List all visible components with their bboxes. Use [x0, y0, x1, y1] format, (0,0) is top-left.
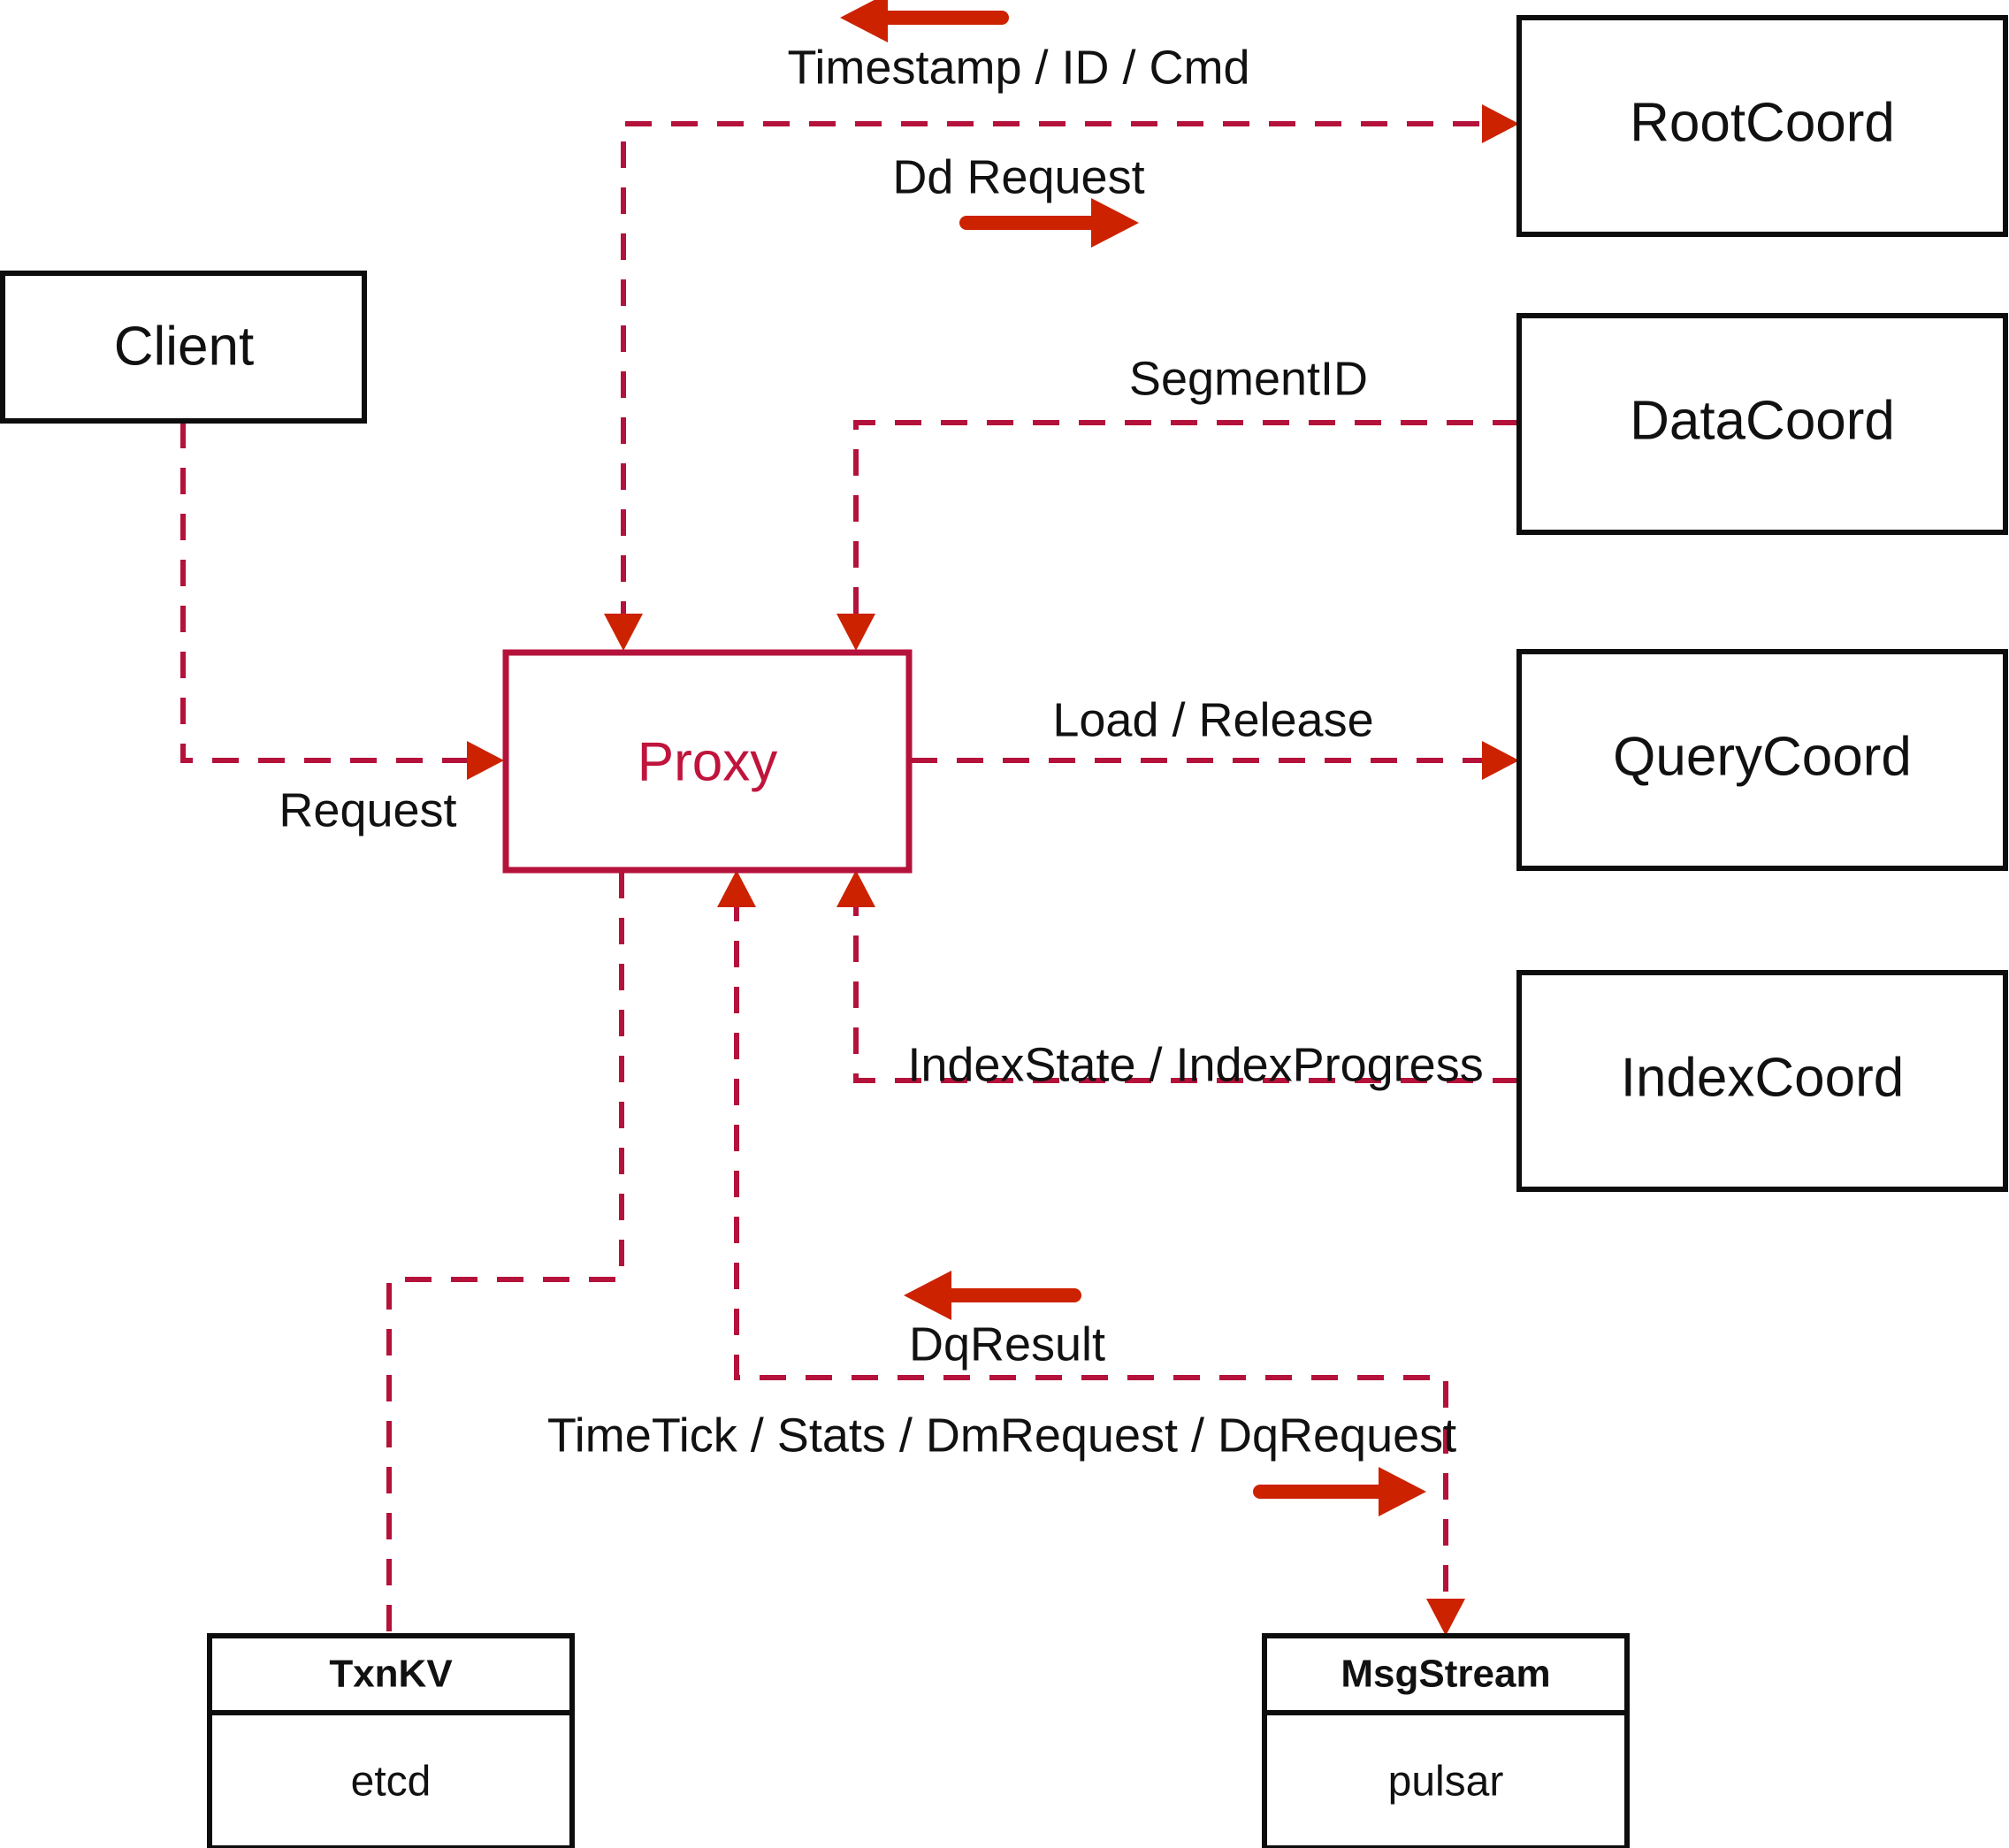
edge-datacoord-proxy: [836, 420, 1519, 651]
node-txnkv[interactable]: TxnKV etcd: [207, 1633, 575, 1848]
node-proxy-label: Proxy: [638, 731, 777, 792]
node-msgstream-label: MsgStream: [1341, 1653, 1550, 1696]
node-client-label: Client: [114, 316, 255, 377]
edge-label-segmentid: SegmentID: [1129, 352, 1368, 405]
node-msgstream-impl-label: pulsar: [1388, 1759, 1504, 1806]
node-rootcoord[interactable]: RootCoord: [1516, 15, 2008, 237]
node-indexcoord[interactable]: IndexCoord: [1516, 970, 2008, 1192]
edge-label-dqresult: DqResult: [909, 1317, 1105, 1371]
edge-indexcoord-proxy: [836, 870, 1519, 1083]
node-querycoord[interactable]: QueryCoord: [1516, 649, 2008, 871]
node-datacoord-label: DataCoord: [1630, 390, 1895, 451]
flow-arrow-timetick: [1253, 1467, 1426, 1516]
flow-arrow-dd-request: [959, 198, 1139, 248]
flow-arrow-timestamp-id-cmd: [840, 0, 1009, 42]
edge-label-indexstate-indexprogress: IndexState / IndexProgress: [907, 1038, 1483, 1091]
node-rootcoord-label: RootCoord: [1630, 92, 1895, 153]
node-indexcoord-label: IndexCoord: [1621, 1047, 1905, 1108]
node-datacoord[interactable]: DataCoord: [1516, 313, 2008, 535]
node-txnkv-impl-label: etcd: [351, 1759, 432, 1806]
node-client[interactable]: Client: [0, 271, 367, 424]
edge-proxy-msgstream: [717, 870, 1465, 1636]
node-txnkv-label: TxnKV: [329, 1653, 453, 1696]
flow-arrow-dqresult: [904, 1271, 1081, 1320]
edge-label-load-release: Load / Release: [1052, 693, 1373, 746]
node-proxy[interactable]: Proxy: [502, 649, 913, 874]
node-msgstream[interactable]: MsgStream pulsar: [1262, 1633, 1630, 1848]
edge-proxy-rootcoord: [604, 104, 1519, 651]
edge-proxy-querycoord: [911, 741, 1519, 780]
edge-label-timetick-stats-dmrequest-dqrequest: TimeTick / Stats / DmRequest / DqRequest: [547, 1409, 1456, 1462]
edge-label-timestamp-id-cmd: Timestamp / ID / Cmd: [787, 41, 1249, 94]
edge-label-request: Request: [279, 783, 456, 836]
edge-proxy-txnkv: [386, 872, 624, 1636]
edge-client-proxy: [180, 422, 504, 780]
node-querycoord-label: QueryCoord: [1613, 726, 1912, 787]
edge-label-dd-request: Dd Request: [892, 150, 1144, 203]
